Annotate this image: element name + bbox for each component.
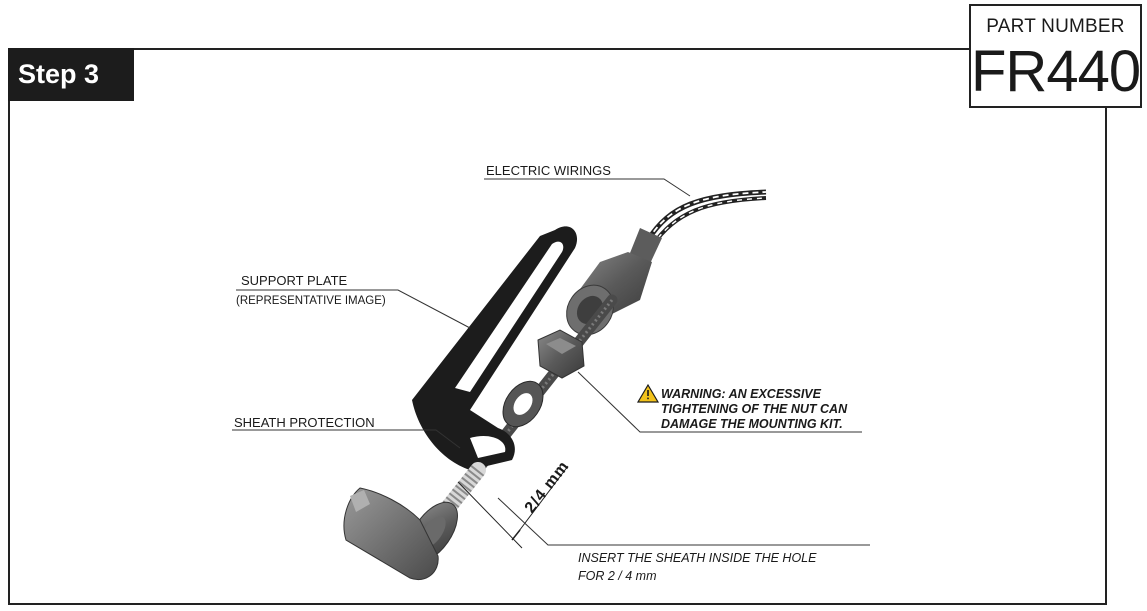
support-plate — [412, 226, 578, 470]
hex-nut — [537, 329, 585, 379]
dimension-label: 2/4 mm — [522, 458, 573, 517]
electric-wiring — [645, 189, 767, 248]
part-number-label: PART NUMBER — [986, 16, 1125, 37]
instruction-line-1: INSERT THE SHEATH INSIDE THE HOLE — [578, 551, 817, 565]
part-number-value: FR440 — [971, 39, 1141, 104]
support-plate-note: (REPRESENTATIVE IMAGE) — [236, 295, 386, 307]
leader-lines — [232, 178, 870, 546]
part-number-box: PART NUMBER FR440 — [969, 4, 1142, 108]
diagram-frame — [8, 48, 1107, 605]
warning-icon — [636, 383, 660, 403]
warning-note: WARNING: AN EXCESSIVE TIGHTENING OF THE … — [636, 383, 848, 431]
step-badge: Step 3 — [8, 48, 134, 101]
cable-boot — [566, 228, 662, 336]
warning-line-2: TIGHTENING OF THE NUT CAN — [661, 402, 848, 416]
warning-line-3: DAMAGE THE MOUNTING KIT. — [661, 417, 843, 431]
support-plate-label: SUPPORT PLATE — [241, 273, 348, 288]
sensor-body — [343, 487, 458, 580]
electric-wirings-label: ELECTRIC WIRINGS — [486, 163, 611, 178]
warning-line-1: WARNING: AN EXCESSIVE — [661, 387, 822, 401]
instruction-line-2: FOR 2 / 4 mm — [578, 569, 656, 583]
washer — [502, 380, 544, 428]
sheath-protection-label: SHEATH PROTECTION — [234, 415, 375, 430]
